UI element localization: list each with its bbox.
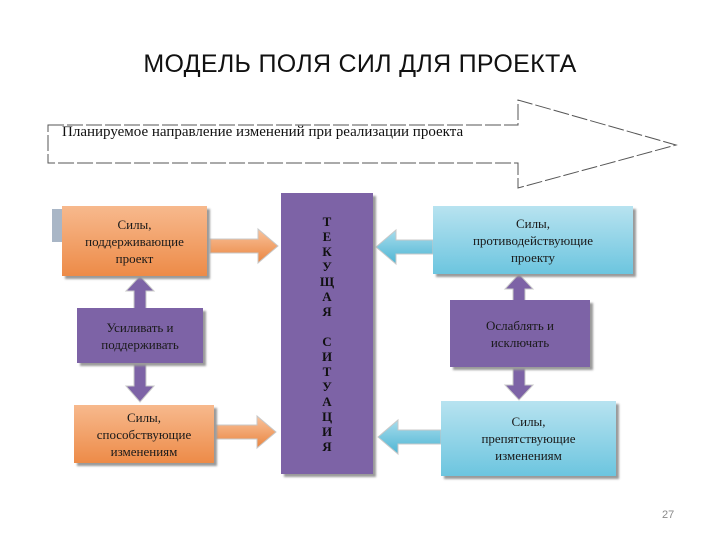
slide-title: МОДЕЛЬ ПОЛЯ СИЛ ДЛЯ ПРОЕКТА: [143, 50, 577, 78]
arrow-contributing-to-center: [215, 414, 277, 450]
center-letter: Т: [322, 363, 332, 379]
center-letter: А: [322, 288, 332, 304]
center-letter: Я: [322, 438, 332, 454]
center-letter: Щ: [319, 273, 335, 289]
direction-arrow: [47, 99, 678, 189]
current-situation-column: Т Е К У Щ А Я С И Т У А Ц И Я: [281, 193, 373, 474]
box-opposing-forces: Силы, противодействующие проекту: [433, 206, 633, 274]
center-letter: Т: [322, 213, 332, 229]
center-letter: У: [322, 258, 332, 274]
box-hindering-forces: Силы, препятствующие изменениям: [441, 401, 616, 476]
center-letter: Е: [322, 228, 332, 244]
arrow-supporting-to-center: [209, 227, 279, 265]
direction-arrow-label: Планируемое направление изменений при ре…: [62, 124, 464, 140]
box-weaken-eliminate: Ослаблять и исключать: [450, 300, 590, 367]
center-letter: К: [322, 243, 332, 259]
arrow-down-right: [503, 366, 535, 401]
arrow-up-right: [503, 273, 535, 304]
arrow-up-left: [124, 275, 156, 310]
center-letter: Я: [322, 303, 332, 319]
decorative-tab: [52, 209, 64, 242]
center-letter: У: [322, 378, 332, 394]
page-number: 27: [662, 509, 675, 521]
box-contributing-forces: Силы, способствующие изменениям: [74, 405, 214, 463]
box-strengthen-support: Усиливать и поддерживать: [77, 308, 203, 363]
center-letter: И: [321, 423, 333, 439]
arrow-hindering-to-center: [377, 418, 442, 456]
arrow-down-left: [124, 361, 156, 403]
center-letter: С: [322, 333, 332, 349]
arrow-opposing-to-center: [375, 228, 434, 266]
center-letter: И: [321, 348, 333, 364]
center-letter: Ц: [321, 408, 333, 424]
box-supporting-forces: Силы, поддерживающие проект: [62, 206, 207, 276]
center-letter: А: [322, 393, 332, 409]
